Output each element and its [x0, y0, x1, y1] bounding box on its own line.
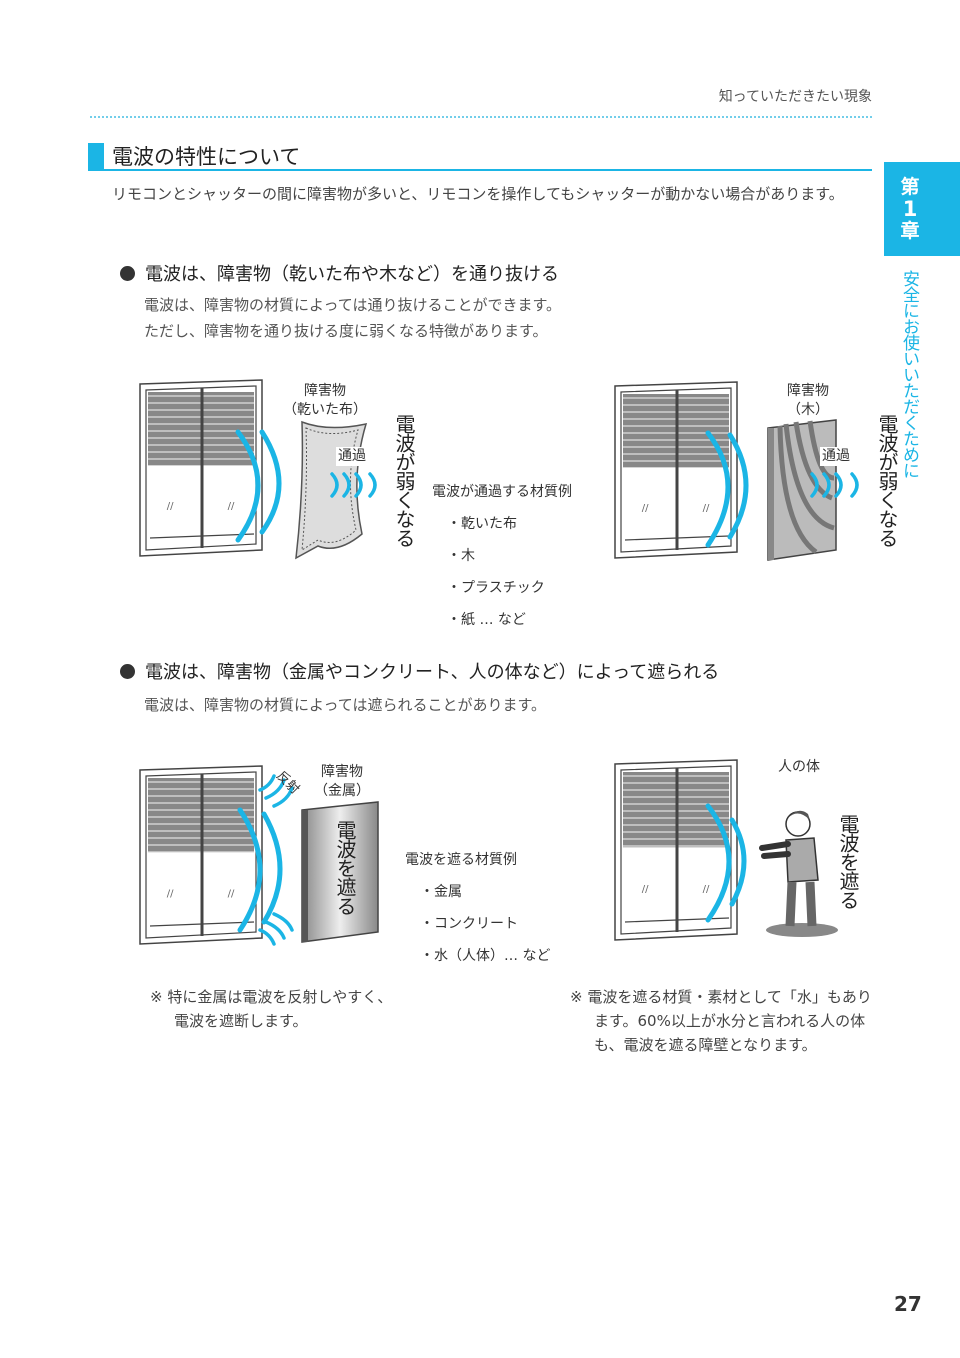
svg-text://: // — [228, 501, 235, 512]
section-title: 電波の特性について — [112, 145, 301, 169]
radio-wave-icon — [705, 430, 749, 548]
fig1-label: 障害物（乾いた布） — [283, 383, 367, 418]
running-header: 知っていただきたい現象 — [718, 89, 872, 105]
chapter-label: 第 — [900, 176, 920, 198]
note-left: ※ 特に金属は電波を反射しやすく、電波を遮断します。 — [150, 988, 393, 1030]
chapter-title: 安全にお使いいただくために — [899, 270, 919, 478]
svg-text://: // — [642, 503, 649, 514]
svg-text://: // — [167, 501, 174, 512]
chapter-tab[interactable]: 第 1 章 — [884, 162, 960, 256]
svg-text://: // — [228, 888, 235, 899]
radio-wave-icon — [705, 803, 747, 923]
reflect-wave-icon — [237, 774, 294, 946]
block-desc: 電波は、障害物の材質によっては遮られることがあります。 — [144, 696, 547, 714]
pass-desc-1: 電波は、障害物の材質によっては通り抜けることができます。 — [144, 296, 562, 314]
weak-wave-icon — [330, 472, 377, 498]
pass-desc-2: ただし、障害物を通り抜ける度に弱くなる特徴があります。 — [144, 322, 548, 340]
bullet-icon — [120, 664, 135, 679]
window-shutter-illustration: // // — [139, 765, 263, 945]
svg-text://: // — [167, 888, 174, 899]
svg-text://: // — [642, 884, 649, 895]
metal-obstacle-icon — [301, 801, 379, 943]
block-material-item: ・水（人体）… など — [420, 948, 551, 964]
fig3-blocked-text: 電波を遮る — [333, 820, 357, 915]
block-heading-text: 電波は、障害物（金属やコンクリート、人の体など）によって遮られる — [145, 662, 720, 683]
block-materials-title: 電波を遮る材質例 — [405, 852, 517, 868]
pass-material-item: ・プラスチック — [447, 580, 545, 596]
pass-heading: 電波は、障害物（乾いた布や木など）を通り抜ける — [120, 260, 559, 286]
fig1-pass-label: 通過 — [336, 447, 368, 466]
weak-wave-icon — [810, 472, 859, 498]
chapter-label-suffix: 章 — [900, 220, 920, 242]
fig2-weak-text: 電波が弱くなる — [875, 414, 899, 547]
block-material-item: ・金属 — [420, 884, 462, 900]
pass-materials-title: 電波が通過する材質例 — [432, 484, 572, 500]
fig3-label: 障害物（金属） — [314, 764, 370, 799]
page-number: 27 — [894, 1292, 922, 1316]
fig2-pass-label: 通過 — [820, 447, 852, 466]
section-underline — [88, 169, 872, 171]
section-marker — [88, 143, 104, 169]
window-shutter-illustration: // // — [614, 381, 738, 559]
note-right: ※ 電波を遮る材質・素材として「水」もあります。60%以上が水分と言われる人の体… — [570, 988, 872, 1054]
svg-text://: // — [703, 503, 710, 514]
fig1-weak-text: 電波が弱くなる — [392, 414, 416, 547]
fig2-label: 障害物（木） — [787, 383, 829, 418]
window-shutter-illustration: // // — [139, 379, 263, 557]
intro-text: リモコンとシャッターの間に障害物が多いと、リモコンを操作してもシャッターが動かな… — [112, 185, 844, 203]
pass-heading-text: 電波は、障害物（乾いた布や木など）を通り抜ける — [145, 264, 559, 285]
svg-text://: // — [703, 884, 710, 895]
block-material-item: ・コンクリート — [420, 916, 518, 932]
block-heading: 電波は、障害物（金属やコンクリート、人の体など）によって遮られる — [120, 658, 719, 684]
pass-material-item: ・乾いた布 — [447, 516, 517, 532]
fig4-label: 人の体 — [778, 759, 820, 775]
header-divider — [90, 116, 872, 119]
pass-material-item: ・紙 … など — [447, 612, 526, 628]
person-icon — [759, 810, 838, 937]
fig4-blocked-text: 電波を遮る — [836, 814, 860, 909]
chapter-number: 1 — [902, 197, 918, 221]
bullet-icon — [120, 266, 135, 281]
pass-material-item: ・木 — [447, 548, 475, 564]
radio-wave-icon — [235, 429, 282, 543]
